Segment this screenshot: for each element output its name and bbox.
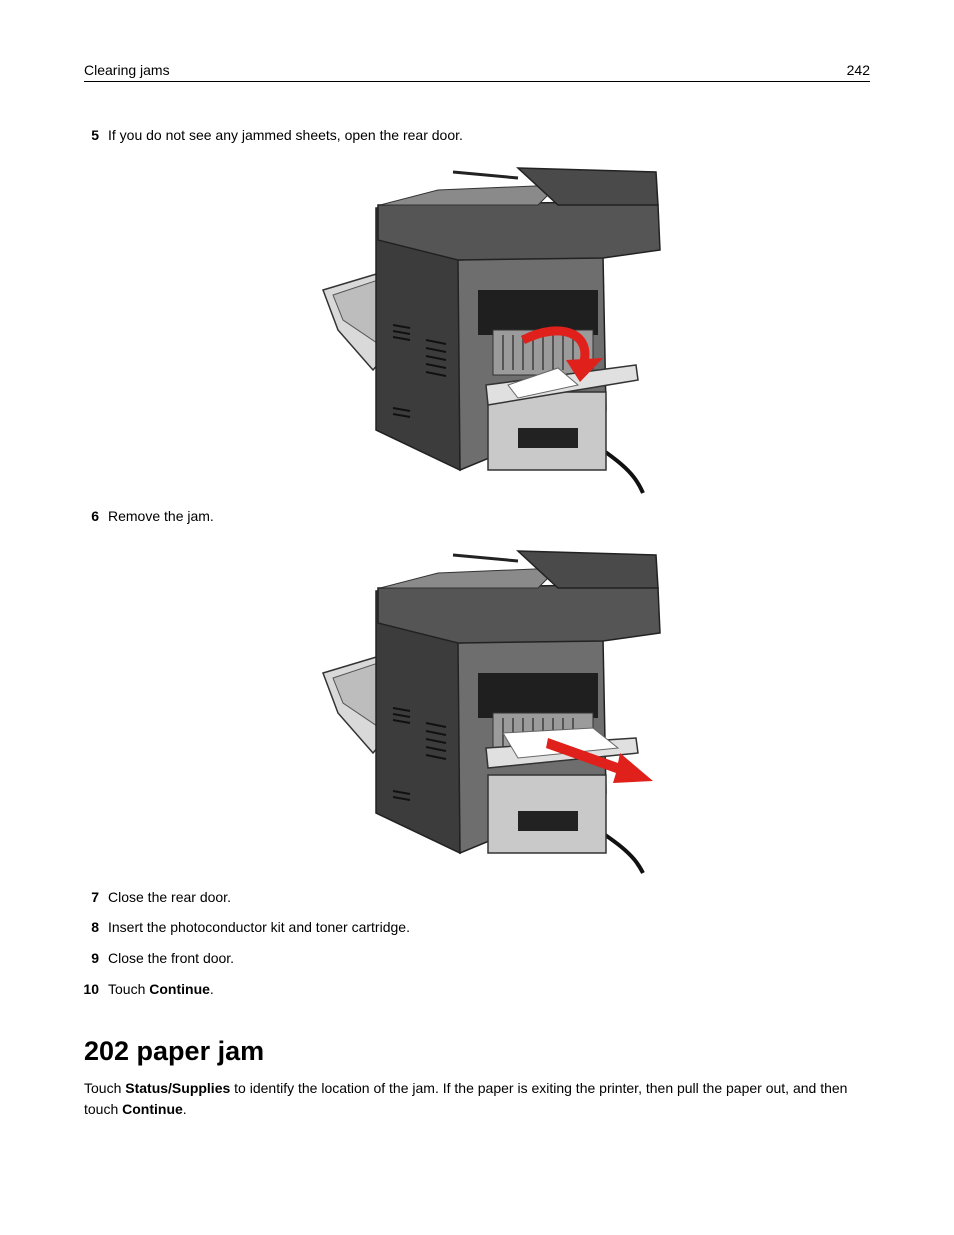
step-5: 5 If you do not see any jammed sheets, op… [70, 125, 463, 145]
para-text-2: to identify the location of the jam. If … [84, 1080, 848, 1117]
step-number: 6 [91, 508, 99, 524]
step-number: 10 [83, 981, 99, 997]
section-heading: 202 paper jam [84, 1036, 265, 1066]
step-number: 9 [91, 950, 99, 966]
step-text: Close the front door. [108, 950, 235, 966]
step-9: 9 Close the front door. [70, 948, 234, 968]
step-text: If you do not see any jammed sheets, ope… [108, 127, 463, 143]
step-number: 8 [91, 919, 99, 935]
step-7: 7 Close the rear door. [70, 887, 231, 907]
step-text-pre: Touch [108, 981, 150, 997]
step-text-post: . [209, 981, 214, 997]
step-text: Close the rear door. [108, 889, 231, 905]
step-number: 5 [91, 127, 99, 143]
continue-label: Continue [122, 1100, 183, 1117]
section-paragraph: Touch Status/Supplies to identify the lo… [84, 1078, 874, 1119]
section-title: Clearing jams [84, 62, 170, 78]
step-number: 7 [91, 889, 99, 905]
step-6: 6 Remove the jam. [70, 506, 214, 526]
step-8: 8 Insert the photoconductor kit and toner… [70, 917, 410, 937]
printer-remove-jam-illustration [318, 543, 663, 878]
page-number: 242 [846, 62, 870, 78]
page-header: Clearing jams 242 [84, 60, 870, 82]
para-text-3: . [182, 1100, 187, 1117]
printer-rear-door-open-illustration [318, 160, 663, 495]
step-text: Remove the jam. [108, 508, 214, 524]
step-10: 10 Touch Continue. [70, 979, 214, 999]
para-text-1: Touch [84, 1080, 126, 1096]
step-text: Insert the photoconductor kit and toner … [108, 919, 410, 935]
continue-label: Continue [149, 981, 210, 997]
status-supplies-label: Status/Supplies [125, 1080, 231, 1096]
